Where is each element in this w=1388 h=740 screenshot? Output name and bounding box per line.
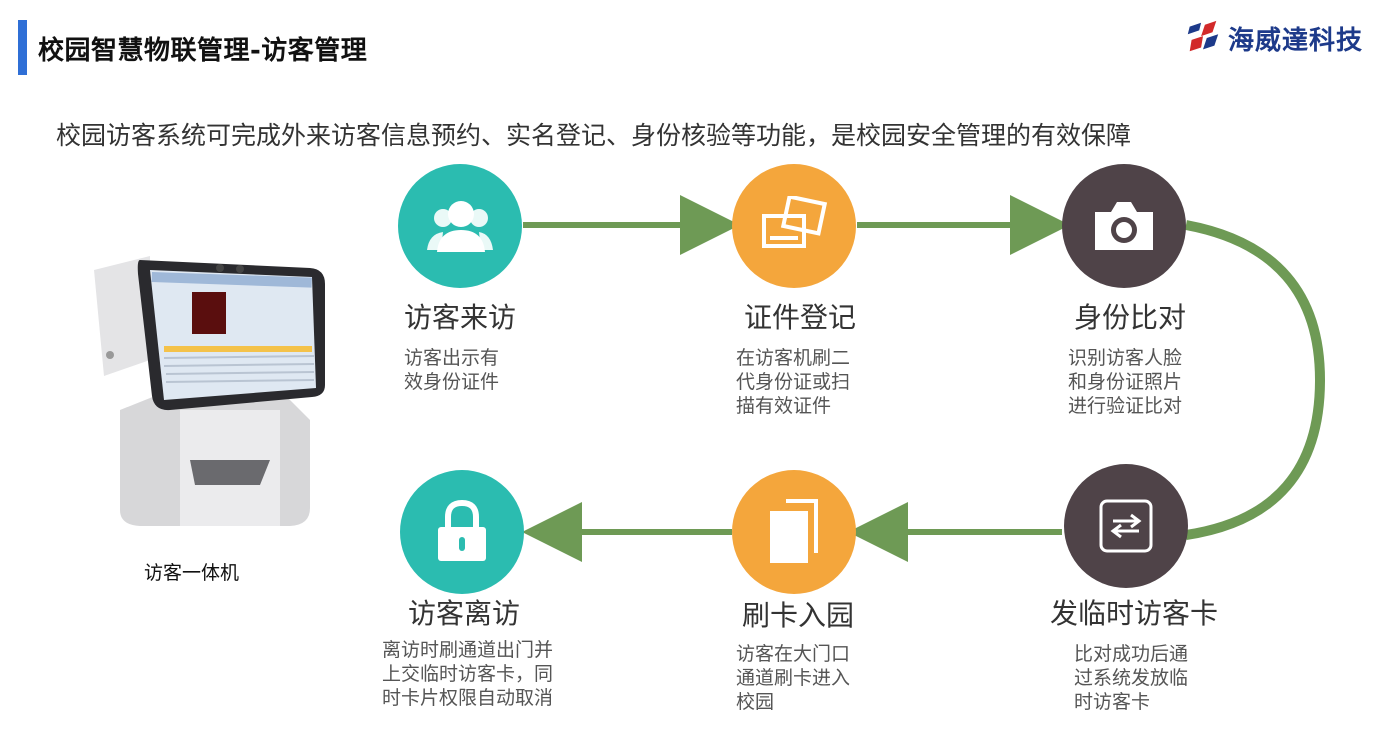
lock-icon [438, 499, 486, 561]
device-label: 访客一体机 [144, 562, 240, 584]
step-leave-circle [400, 470, 524, 594]
visitor-kiosk-illustration [94, 256, 325, 526]
step-enter-title: 刷卡入园 [742, 599, 855, 632]
company-logo: 海威達科技 [1184, 18, 1363, 58]
step-leave-title: 访客离访 [408, 597, 521, 630]
camera-icon [1095, 202, 1153, 250]
page-subtitle: 校园访客系统可完成外来访客信息预约、实名登记、身份核验等功能，是校园安全管理的有… [56, 121, 1132, 150]
step-issue-card-circle [1064, 464, 1188, 588]
title-accent-bar [18, 20, 27, 75]
exchange-icon [1099, 499, 1153, 553]
cards-icon [770, 499, 818, 563]
step-register-title: 证件登记 [744, 301, 857, 334]
step-enter-circle [732, 470, 856, 594]
step-visit-circle [398, 164, 522, 288]
step-verify-title: 身份比对 [1074, 301, 1187, 334]
step-enter-desc: 访客在大门口 通道刷卡进入 校园 [736, 643, 851, 713]
logo-text: 海威達科技 [1228, 25, 1364, 56]
step-register-desc: 在访客机刷二 代身份证或扫 描有效证件 [736, 347, 851, 417]
logo-mark-icon [1187, 20, 1219, 52]
step-leave-desc: 离访时刷通道出门并 上交临时访客卡，同 时卡片权限自动取消 [382, 639, 554, 709]
step-verify-desc: 识别访客人脸 和身份证照片 进行验证比对 [1068, 347, 1183, 417]
step-visit-title: 访客来访 [404, 301, 517, 334]
arc-step3-to-step4 [1185, 220, 1326, 540]
step-issue-card-desc: 比对成功后通 过系统发放临 时访客卡 [1074, 643, 1189, 713]
page-title: 校园智慧物联管理-访客管理 [38, 36, 368, 66]
step-verify-circle [1062, 164, 1186, 288]
photos-icon [762, 196, 828, 248]
step-issue-card-title: 发临时访客卡 [1050, 597, 1219, 630]
step-register-circle [732, 164, 856, 288]
step-visit-desc: 访客出示有 效身份证件 [404, 347, 500, 393]
users-icon [427, 201, 493, 252]
